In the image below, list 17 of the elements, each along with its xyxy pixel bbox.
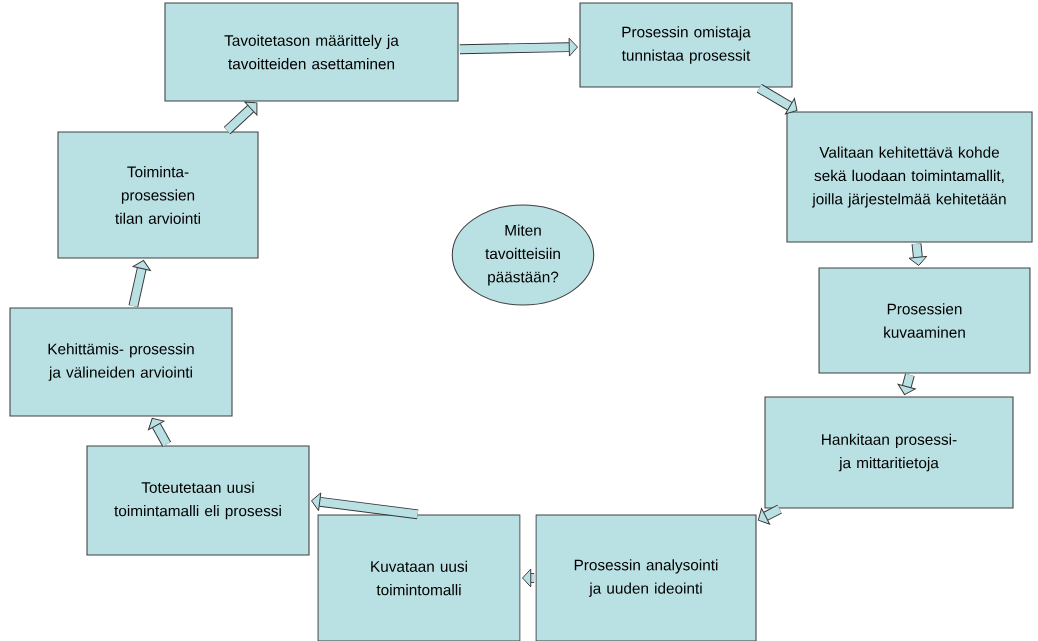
block-arrow (897, 373, 916, 396)
block-arrow (311, 492, 419, 520)
step-box: Prosessien kuvaaminen (818, 267, 1031, 374)
step-box: Valitaan kehitettävä kohde sekä luodaan toimintamallit, joilla järjestelmää kehitetään (786, 111, 1033, 243)
step-box: Kehittämis- prosessin ja välineiden arviointi (9, 307, 233, 417)
block-arrow (757, 504, 782, 525)
block-arrow (128, 260, 151, 308)
step-box: Hankitaan prosessi- ja mittaritietoja (764, 396, 1014, 509)
block-arrow (756, 83, 798, 115)
block-arrow (148, 417, 172, 447)
step-box: Toteutetaan uusi toimintamalli eli prosessi (86, 445, 310, 556)
step-box: Prosessin analysointi ja uuden ideointi (535, 514, 757, 641)
block-arrow (223, 101, 258, 135)
step-box: Tavoitetason määrittely ja tavoitteiden asettaminen (164, 2, 459, 102)
step-box: Kuvataan uusi toimintomalli (317, 514, 521, 641)
step-box: Prosessin omistaja tunnistaa prosessit (579, 2, 793, 88)
step-box: Toiminta- prosessien tilan arviointi (57, 131, 259, 259)
